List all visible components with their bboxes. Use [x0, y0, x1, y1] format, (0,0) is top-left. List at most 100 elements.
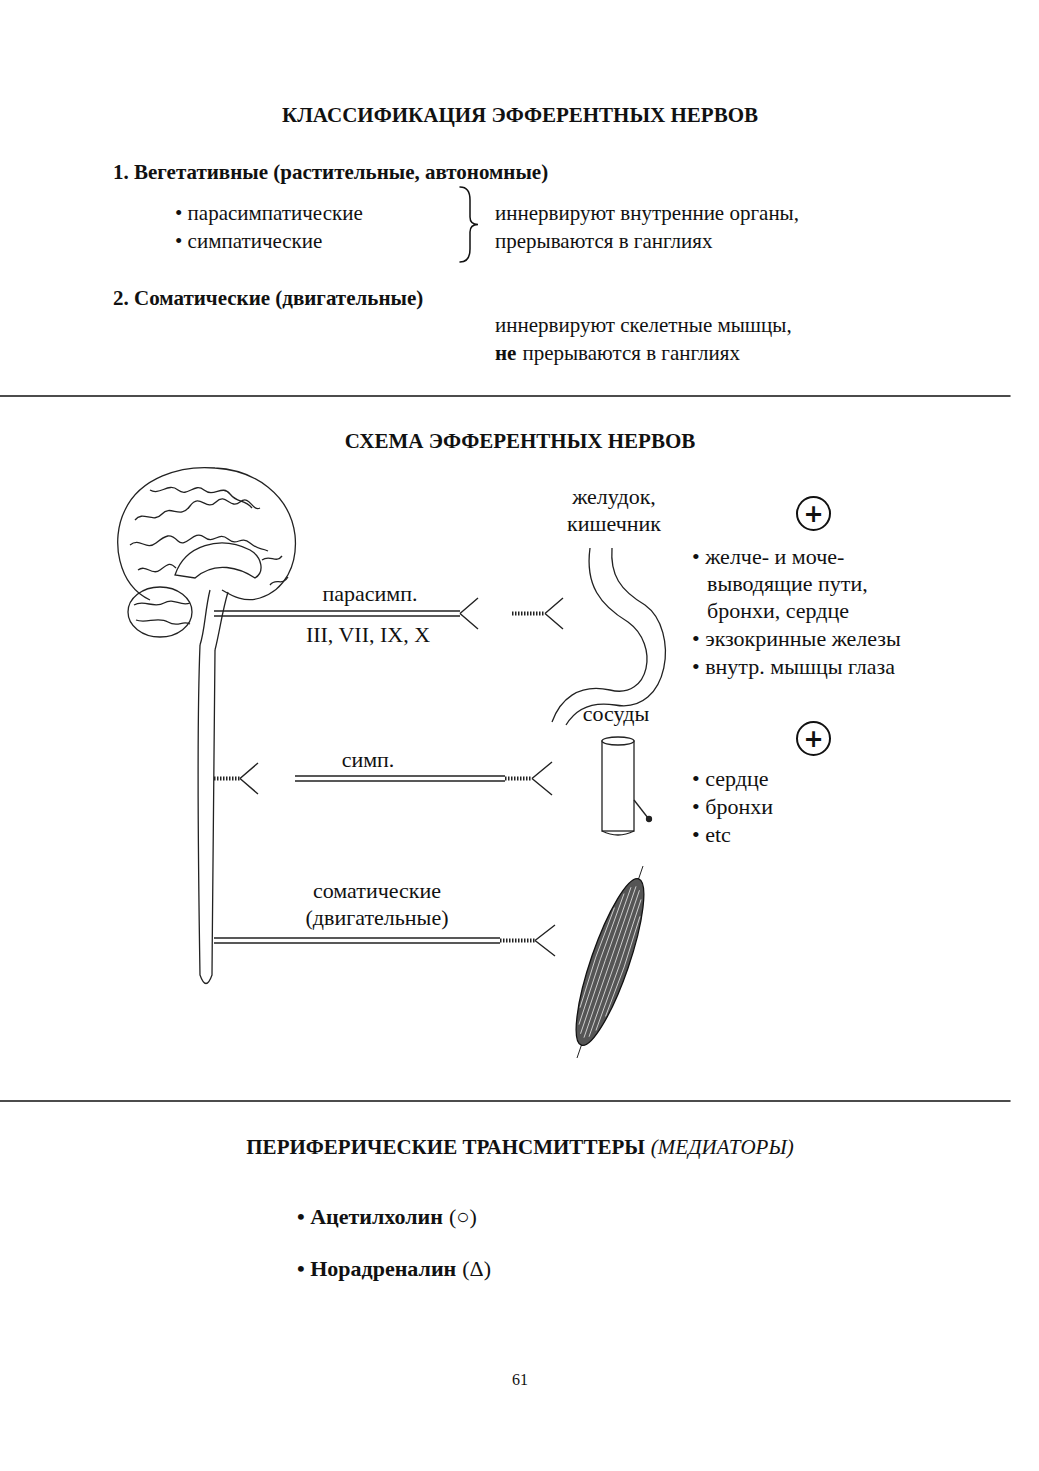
synapse-fork [545, 598, 563, 629]
list-item: • симпатические [175, 227, 322, 255]
muscle-fiber [589, 890, 640, 1037]
parasympathetic-nerve [214, 611, 460, 616]
brain [118, 468, 296, 984]
cerebellum [128, 587, 192, 637]
text-row: КЛАССИФИКАЦИЯ ЭФФЕРЕНТНЫХ НЕРВОВ [282, 101, 758, 129]
muscle-fiber [584, 886, 636, 1037]
muscle-fiber [579, 907, 615, 1008]
cranial-nerves: III, VII, IX, X [306, 621, 430, 648]
description: иннервируют внутренние органы, прерывают… [495, 199, 875, 255]
nerves [214, 598, 563, 956]
text-row: ПЕРИФЕРИЧЕСКИЕ ТРАНСМИТТЕРЫ(МЕДИАТОРЫ) [246, 1133, 793, 1161]
cerebellum-folia [134, 601, 190, 624]
gyrus [150, 487, 252, 508]
tendon [577, 866, 643, 1058]
organ-label: желудок, кишечник [554, 483, 674, 537]
text-row: • сердце [692, 765, 768, 792]
vessel-base [602, 831, 634, 835]
node-text: + [803, 502, 823, 526]
rule [0, 1100, 1010, 1102]
text-row: симп. [342, 746, 395, 773]
preganglionic-fiber [214, 777, 240, 781]
gyrus [262, 556, 288, 585]
text-row: сосуды [583, 700, 649, 727]
brain-outline [118, 468, 296, 600]
vessel [602, 741, 634, 831]
text-row: 2. Соматические (двигательные) [113, 284, 423, 312]
section-rules [0, 187, 1010, 1101]
synapse-fork [532, 762, 552, 795]
muscle-fiber [596, 899, 642, 1030]
muscle-fiber [580, 887, 631, 1034]
section-heading: 2. Соматические (двигательные) [113, 284, 423, 312]
synapse-fork [535, 925, 555, 956]
text-row: • Ацетилхолин(○) [297, 1203, 477, 1230]
postganglionic-fiber [512, 612, 545, 616]
text-row: • парасимпатические [175, 199, 363, 227]
spinal-cord [198, 645, 215, 984]
plus-circle: + [796, 721, 831, 756]
section-heading: (МЕДИАТОРЫ) [651, 1133, 794, 1161]
section-heading: 1. Вегетативные (растительные, автономны… [113, 158, 548, 186]
gyrus [135, 499, 260, 520]
text-row: III, VII, IX, X [306, 621, 430, 648]
text-row: 1. Вегетативные (растительные, автономны… [113, 158, 548, 186]
somatic-nerve [214, 938, 500, 943]
target-list-item: • сердце [692, 765, 768, 792]
section-heading: СХЕМА ЭФФЕРЕНТНЫХ НЕРВОВ [345, 427, 696, 455]
node-text: + [803, 727, 823, 751]
rule [0, 395, 1010, 397]
target-list-item: • желче- и моче- выводящие пути, бронхи,… [692, 543, 907, 624]
text-row: желудок, кишечник [554, 483, 674, 537]
text-row: • симпатические [175, 227, 322, 255]
organs [552, 548, 665, 1058]
text-row: соматические (двигательные) [282, 877, 472, 931]
nerve-label: симп. [342, 746, 395, 773]
muscle-belly [563, 873, 656, 1052]
transmitter-name: • Норадреналин [297, 1255, 456, 1282]
text-row: • экзокринные железы [692, 625, 901, 652]
page-number: 61 [512, 1366, 528, 1394]
list-item: • парасимпатические [175, 199, 363, 227]
plus-circle: + [796, 496, 831, 531]
text-row: • Норадреналин(Δ) [297, 1255, 491, 1282]
muscle-fibers [570, 881, 650, 1042]
corpus-callosum [175, 543, 261, 578]
description: прерываются в ганглиях [522, 339, 739, 367]
muscle-fiber [606, 916, 642, 1017]
stomach-outline [566, 548, 665, 725]
page-title: КЛАССИФИКАЦИЯ ЭФФЕРЕНТНЫХ НЕРВОВ [282, 101, 758, 129]
transmitter-name: • Ацетилхолин [297, 1203, 443, 1230]
brace [460, 187, 478, 262]
emphasis: не [495, 339, 516, 367]
text-row: парасимп. [322, 580, 417, 607]
gyrus [138, 564, 176, 571]
transmitter-symbol: (○) [449, 1203, 477, 1230]
brainstem [200, 590, 228, 650]
target-list-item: • внутр. мышцы глаза [692, 653, 895, 680]
text-row: • желче- и моче- выводящие пути, бронхи,… [692, 543, 907, 624]
vessel-nerve-end [647, 817, 652, 822]
nerve-label: соматические (двигательные) [282, 877, 472, 931]
synapse-fork [460, 598, 478, 629]
description: иннервируют скелетные мышцы, [495, 311, 792, 339]
transmitter-symbol: (Δ) [462, 1255, 491, 1282]
text-row: иннервируют внутренние органы, прерывают… [495, 199, 875, 255]
sympathetic-nerve [295, 776, 505, 781]
synapse-fork [240, 763, 258, 794]
nerve-ending [505, 777, 532, 781]
vessel-nerve [634, 800, 648, 818]
muscle-fiber [578, 893, 624, 1024]
text-row: • внутр. мышцы глаза [692, 653, 895, 680]
stomach-outline [552, 548, 647, 722]
nerve-label: парасимп. [322, 580, 417, 607]
gyrus [130, 535, 268, 551]
text-row: • бронхи [692, 793, 773, 820]
text-row: 61 [512, 1366, 528, 1394]
nerve-ending [500, 939, 535, 943]
text-row: иннервируют скелетные мышцы, [495, 311, 792, 339]
muscle [563, 873, 656, 1052]
vessel-lumen [602, 737, 634, 745]
organ-label: сосуды [583, 700, 649, 727]
text-row: СХЕМА ЭФФЕРЕНТНЫХ НЕРВОВ [345, 427, 696, 455]
